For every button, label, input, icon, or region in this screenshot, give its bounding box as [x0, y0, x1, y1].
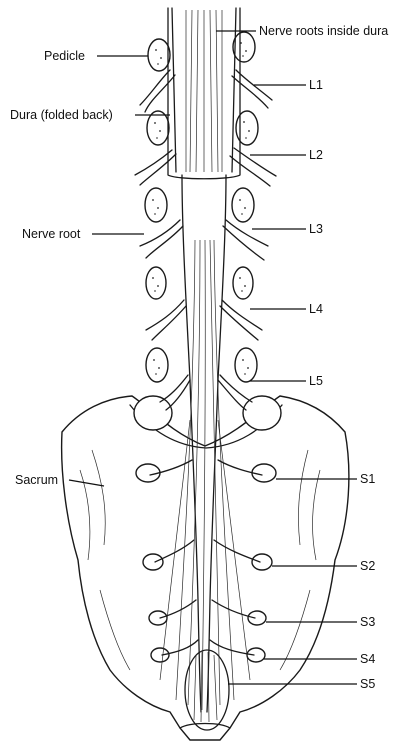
label-l3: L3 — [309, 222, 323, 236]
label-l4: L4 — [309, 302, 323, 316]
label-l2: L2 — [309, 148, 323, 162]
label-l5: L5 — [309, 374, 323, 388]
label-s4: S4 — [360, 652, 375, 666]
label-dura-folded-back: Dura (folded back) — [10, 108, 113, 122]
label-sacrum: Sacrum — [15, 473, 58, 487]
label-s5: S5 — [360, 677, 375, 691]
sacrum-bone — [62, 396, 349, 740]
label-pedicle: Pedicle — [44, 49, 85, 63]
label-s1: S1 — [360, 472, 375, 486]
label-nerve-roots-inside-dura: Nerve roots inside dura — [259, 24, 388, 38]
label-nerve-root: Nerve root — [22, 227, 81, 241]
label-s2: S2 — [360, 559, 375, 573]
label-s3: S3 — [360, 615, 375, 629]
pedicles — [134, 32, 281, 430]
label-l1: L1 — [309, 78, 323, 92]
